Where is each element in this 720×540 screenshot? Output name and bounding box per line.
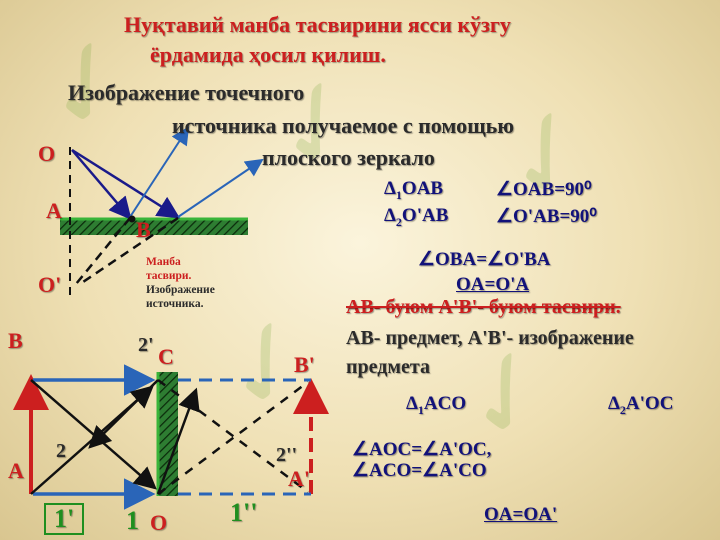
label-o-bottom: O (150, 510, 168, 535)
triangle-2-a'oc: Δ2A'OC (608, 393, 674, 417)
label-b': B' (294, 352, 315, 377)
angle-oab: ∠OAB=90⁰ (496, 179, 592, 200)
subtitle-line-1: Изображение точечного (68, 80, 305, 105)
label-a': A' (288, 466, 310, 491)
label-1: 1 (126, 506, 139, 535)
label-a-bottom: A (8, 458, 24, 483)
triangle-1: Δ1OAB (384, 178, 444, 202)
object-image-ru: AB- предмет, A'B'- изображение (346, 327, 634, 349)
label-b: B (136, 217, 151, 242)
angle-equality: ∠OBA=∠O'BA (418, 249, 551, 270)
label-a: A (46, 198, 62, 223)
extension-c-a' (157, 378, 309, 494)
subtitle-line-2: источника получаемое с помощью (172, 113, 515, 138)
label-2: 2 (56, 440, 66, 462)
label-o: O (38, 141, 56, 166)
label-1-prime: 1' (44, 503, 85, 535)
vertical-mirror (158, 372, 178, 496)
ray-b-o (30, 379, 157, 490)
oa-eq-bottom: OA=OA' (484, 504, 558, 525)
label-2-prime: 2' (138, 334, 154, 356)
flat-mirror (60, 219, 248, 235)
reflected-ray-c (88, 379, 159, 449)
incident-ray (71, 148, 181, 219)
angle-aoc-eq: ∠AOC=∠A'OC, (352, 439, 492, 460)
note-source-image: Манба тасвири. Изображение источника. (146, 256, 215, 310)
angle-aco-eq: ∠ACO=∠A'CO (352, 460, 487, 481)
virtual-ray (79, 216, 179, 286)
label-1-double-prime: 1'' (230, 498, 258, 527)
reflected-ray-o (156, 387, 200, 495)
triangle-1-aco: Δ1ACO (406, 393, 467, 417)
label-c: C (158, 344, 174, 369)
subtitle-line-3: плоского зеркало (262, 145, 435, 170)
reflected-ray (177, 158, 264, 218)
segment-equality: OA=O'A (456, 274, 530, 295)
reflected-ray (129, 126, 190, 218)
angle-o'ab: ∠O'AB=90⁰ (496, 206, 597, 227)
extension-o-b' (157, 380, 309, 496)
point-source-diagram (60, 126, 264, 300)
point-b (128, 215, 136, 223)
object-image-diagram (12, 364, 329, 510)
title-line-1: Нуқтавий манба тасвирини ясси кўзгу (124, 12, 511, 37)
object-image-uz: AB- буюм A'B'- буюм тасвири. (346, 296, 621, 318)
title-line-2: ёрдамида ҳосил қилиш. (150, 42, 386, 67)
object-image-ru-2: предмета (346, 356, 430, 378)
label-2-double-prime: 2'' (276, 444, 298, 466)
label-o-prime: O' (38, 272, 62, 297)
incident-ray (71, 149, 132, 220)
label-b-bottom: B (8, 328, 23, 353)
triangle-2: Δ2O'AB (384, 205, 449, 229)
